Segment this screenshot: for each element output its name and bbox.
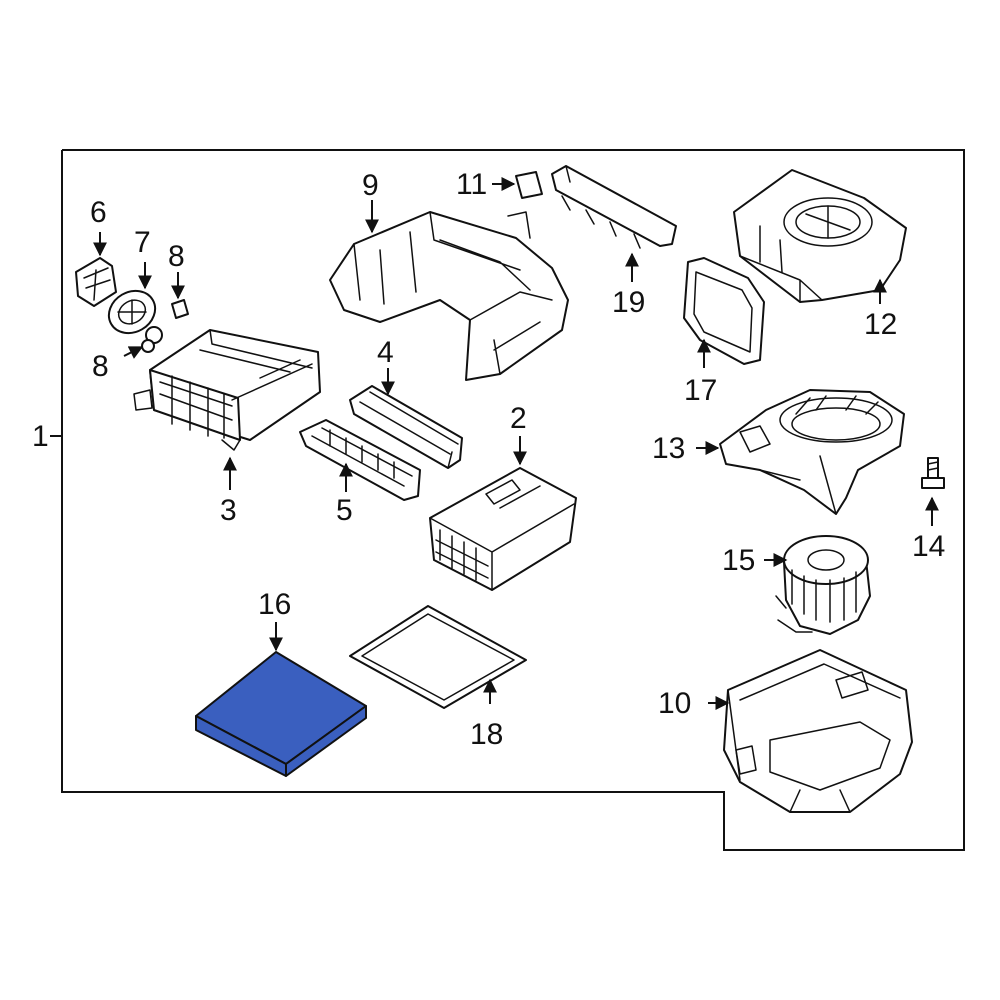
part-8-clip-upper[interactable]: [171, 299, 189, 319]
part-18-filter-seal[interactable]: [349, 605, 527, 709]
part-17-seal[interactable]: [683, 257, 765, 365]
part-8-clip-lower[interactable]: [141, 326, 163, 353]
part-6-actuator[interactable]: [75, 257, 117, 307]
callout-16: 16: [258, 588, 291, 621]
assembly-frame: [61, 149, 965, 851]
part-9-heater-case[interactable]: [329, 211, 569, 381]
part-3-duct[interactable]: [133, 329, 321, 451]
part-4-tray[interactable]: [349, 385, 463, 469]
part-15-blower-motor[interactable]: [775, 535, 871, 635]
callout-14: 14: [912, 530, 945, 563]
callout-4: 4: [377, 336, 394, 369]
callout-17: 17: [684, 374, 717, 407]
callout-3: 3: [220, 494, 237, 527]
callout-6: 6: [90, 196, 107, 229]
leader-8b: [123, 346, 144, 359]
part-11-pad[interactable]: [515, 171, 543, 199]
part-5-tray[interactable]: [299, 419, 421, 501]
callout-8-lower: 8: [92, 350, 109, 383]
part-7-motor[interactable]: [101, 283, 163, 342]
assembly-label: 1: [32, 420, 49, 453]
part-14-screw[interactable]: [921, 457, 945, 489]
callout-10: 10: [658, 687, 691, 720]
part-13-scroll-housing[interactable]: [719, 389, 905, 515]
callout-7: 7: [134, 226, 151, 259]
callout-8-upper: 8: [168, 240, 185, 273]
part-16-cabin-air-filter[interactable]: [195, 651, 367, 777]
callout-12: 12: [864, 308, 897, 341]
part-2-evaporator[interactable]: [429, 467, 577, 591]
callout-19: 19: [612, 286, 645, 319]
part-12-upper-case[interactable]: [733, 169, 907, 303]
callout-9: 9: [362, 169, 379, 202]
part-10-lower-case[interactable]: [723, 649, 913, 813]
callout-18: 18: [470, 718, 503, 751]
callout-11: 11: [456, 168, 487, 201]
callout-5: 5: [336, 494, 353, 527]
callout-2: 2: [510, 402, 527, 435]
part-19-bracket[interactable]: [551, 165, 677, 249]
callout-13: 13: [652, 432, 685, 465]
callout-15: 15: [722, 544, 755, 577]
